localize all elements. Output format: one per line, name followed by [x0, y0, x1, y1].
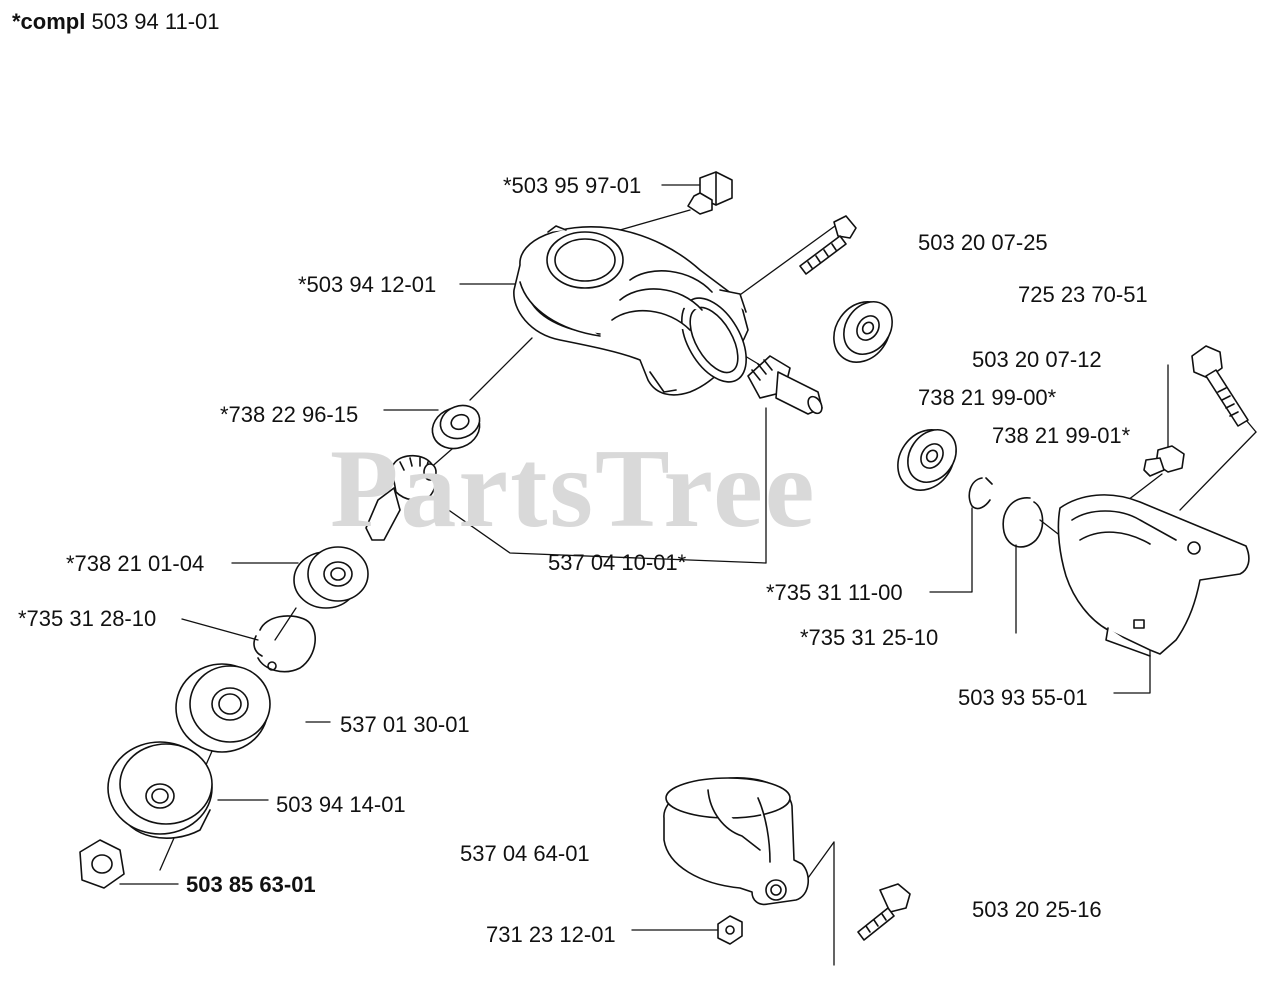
pinion-shaft: [747, 355, 823, 415]
callout-725-23-70-51[interactable]: 725 23 70-51: [1018, 282, 1148, 307]
callout-738-21-99-01[interactable]: 738 21 99-01*: [992, 423, 1131, 448]
clamp-537-04-64-01: [663, 777, 809, 906]
callout-503-94-14-01[interactable]: 503 94 14-01: [276, 792, 406, 817]
leader-lines: [119, 184, 1257, 966]
circlip-735-31-28-10: [253, 615, 316, 673]
cup-503-94-14-01: [107, 741, 213, 839]
hex-bolt-top: [687, 171, 733, 215]
callout-503-20-07-25[interactable]: 503 20 07-25: [918, 230, 1048, 255]
circlip-large: [1002, 497, 1044, 548]
callout-503-93-55-01[interactable]: 503 93 55-01: [958, 685, 1088, 710]
screw-503-20-25-16: [857, 883, 911, 941]
bearing-738-22-96-15: [431, 404, 481, 450]
callout-735-31-25-10[interactable]: *735 31 25-10: [800, 625, 939, 650]
long-bolt-guard: [1191, 345, 1249, 427]
washer-537-01-30-01: [175, 663, 271, 753]
callout-gear-housing[interactable]: *503 94 12-01: [298, 272, 437, 297]
nut-503-85-63-01: [79, 839, 125, 889]
callout-537-01-30-01[interactable]: 537 01 30-01: [340, 712, 470, 737]
callout-537-04-64-01[interactable]: 537 04 64-01: [460, 841, 590, 866]
callout-bolt-top[interactable]: *503 95 97-01: [503, 173, 642, 198]
callout-735-31-11-00[interactable]: *735 31 11-00: [766, 580, 903, 605]
lower-pinion: [365, 454, 437, 541]
assembly-heading: *compl 503 94 11-01: [12, 8, 220, 36]
heading-prefix: *compl: [12, 9, 86, 34]
callout-738-21-99-00[interactable]: 738 21 99-00*: [918, 385, 1057, 410]
guard-plate: [1057, 494, 1250, 657]
callout-537-04-10-01[interactable]: 537 04 10-01*: [548, 550, 687, 575]
bolt-housing-screw: [799, 215, 857, 275]
heading-number: 503 94 11-01: [91, 9, 220, 34]
bearing-738-21-99-01: [897, 429, 957, 491]
callout-735-31-28-10[interactable]: *735 31 28-10: [18, 606, 157, 631]
bearing-738-21-99-00: [833, 301, 893, 363]
callout-738-22-96-15[interactable]: *738 22 96-15: [220, 402, 359, 427]
callout-503-20-07-12[interactable]: 503 20 07-12: [972, 347, 1102, 372]
callout-503-20-25-16[interactable]: 503 20 25-16: [972, 897, 1102, 922]
gear-housing: [513, 225, 749, 396]
circlip-small: [968, 477, 993, 510]
nut-731-23-12-01: [717, 915, 743, 945]
screw-small-guard: [1143, 445, 1185, 477]
watermark: PartsTree: [330, 427, 817, 551]
bearing-738-21-01-04: [293, 546, 369, 609]
callout-731-23-12-01[interactable]: 731 23 12-01: [486, 922, 616, 947]
callout-738-21-01-04[interactable]: *738 21 01-04: [66, 551, 205, 576]
callout-503-85-63-01[interactable]: 503 85 63-01: [186, 872, 316, 897]
